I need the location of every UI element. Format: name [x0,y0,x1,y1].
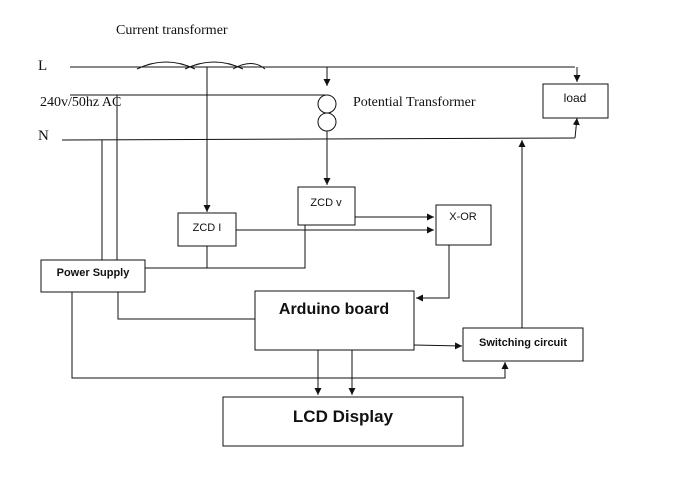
xor-label: X-OR [449,211,477,223]
xor-block: X-OR [435,204,492,246]
n-to-load-arrow [572,117,580,139]
load-label: load [564,91,587,105]
current-transformer-label: Current transformer [116,23,228,38]
neutral-wire [61,137,576,141]
power-supply-label: Power Supply [57,267,131,279]
xor-to-arduino-arrow [416,245,450,302]
switching-circuit-block: Switching circuit [462,327,584,362]
line-l-label: L [38,58,47,74]
power-to-arduino-wire [117,292,255,320]
power-to-switching-arrow [71,292,509,379]
neutral-n-label: N [38,128,49,144]
lcd-display-label: LCD Display [293,407,394,426]
zcd-i-label: ZCD I [193,222,222,234]
arduino-block: Arduino board [254,290,415,351]
zcd-v-block: ZCD v [297,186,356,226]
load-block: load [542,83,609,119]
zcd-v-label: ZCD v [310,197,342,209]
power-supply-block: Power Supply [40,259,146,293]
lcd-display-block: LCD Display [222,396,464,447]
potential-transformer-coils [317,94,337,132]
arduino-label: Arduino board [279,301,389,318]
supply-label: 240v/50hz AC [40,95,121,110]
line-l-wire [70,61,575,70]
arduino-to-switching-arrow [413,342,463,350]
potential-transformer-label: Potential Transformer [353,95,476,110]
zcd-i-block: ZCD I [177,212,237,247]
switching-circuit-label: Switching circuit [479,337,567,349]
